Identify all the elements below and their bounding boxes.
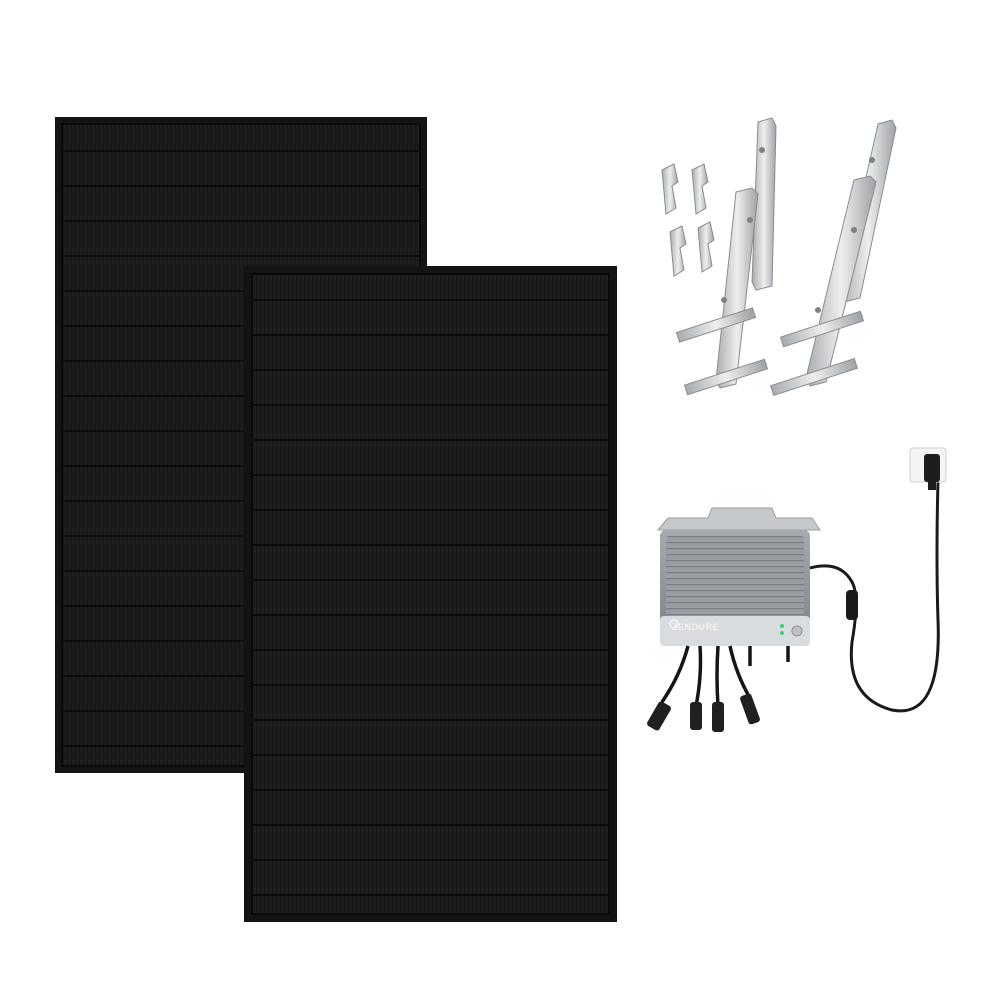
- mounting-bracket-set: [661, 117, 897, 396]
- micro-inverter-kit: [647, 447, 947, 732]
- solar-panel-front: [244, 266, 617, 922]
- inverter-brand-logo: ZENDURE: [672, 622, 720, 632]
